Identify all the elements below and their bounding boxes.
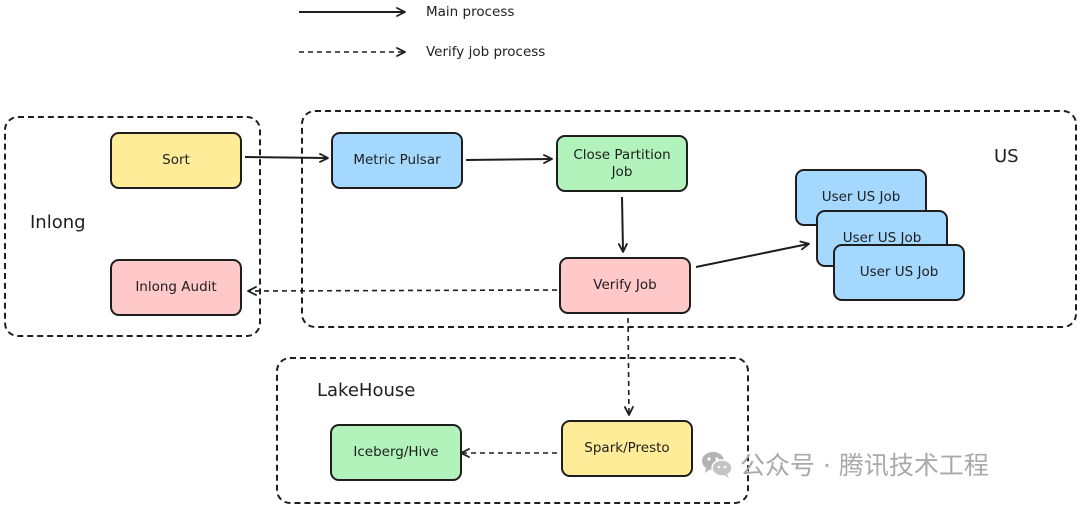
group-lakehouse (276, 357, 749, 504)
legend-main-label: Main process (426, 4, 515, 20)
node-inlong-audit: Inlong Audit (110, 259, 242, 316)
group-label-us: US (994, 146, 1019, 167)
group-inlong (4, 116, 261, 337)
group-us (301, 110, 1077, 328)
node-verify-job-label: Verify Job (593, 277, 657, 293)
node-inlong-audit-label: Inlong Audit (135, 279, 217, 295)
node-user-us-job-3: User US Job (833, 244, 965, 301)
node-sort-label: Sort (162, 152, 190, 168)
node-spark-presto-label: Spark/Presto (584, 440, 670, 456)
node-sort: Sort (110, 132, 242, 189)
wechat-icon (702, 452, 733, 478)
watermark: 公众号 · 腾讯技术工程 (700, 446, 989, 482)
node-iceberg-hive: Iceberg/Hive (330, 424, 462, 481)
node-iceberg-hive-label: Iceberg/Hive (353, 444, 439, 460)
node-verify-job: Verify Job (559, 257, 691, 314)
node-close-partition-job: Close Partition Job (556, 135, 688, 192)
node-metric-pulsar-label: Metric Pulsar (353, 152, 441, 168)
node-close-partition-job-label: Close Partition Job (573, 146, 671, 180)
node-user-us-job-2-label: User US Job (842, 230, 922, 246)
group-label-inlong: Inlong (30, 212, 86, 233)
group-label-lakehouse: LakeHouse (317, 380, 416, 401)
watermark-text: 公众号 · 腾讯技术工程 (740, 451, 989, 480)
node-user-us-job-1-label: User US Job (821, 189, 901, 205)
node-spark-presto: Spark/Presto (561, 420, 693, 477)
legend-verify-label: Verify job process (426, 44, 546, 60)
node-user-us-job-3-label: User US Job (859, 264, 939, 280)
node-metric-pulsar: Metric Pulsar (331, 132, 463, 189)
